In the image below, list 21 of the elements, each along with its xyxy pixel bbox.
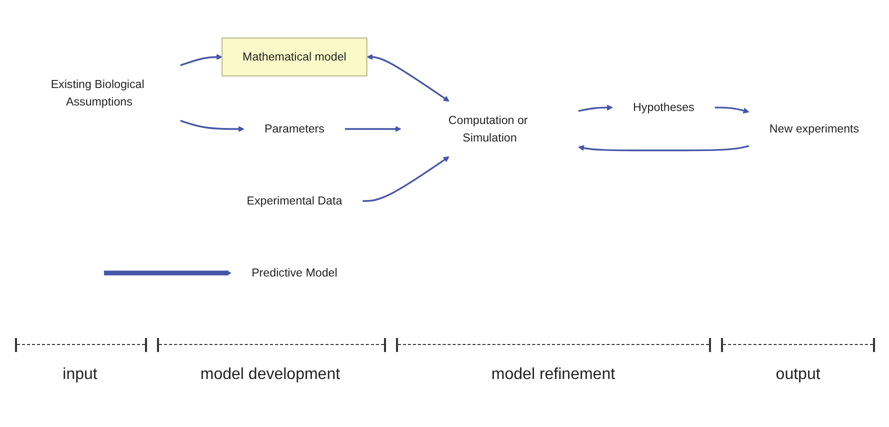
arrow	[578, 104, 612, 112]
node-text: Hypotheses	[632, 100, 694, 114]
node-text: Predictive Model	[251, 266, 337, 280]
arrow	[180, 120, 244, 132]
node-text: Parameters	[264, 122, 324, 136]
phase-label: model development	[200, 366, 340, 384]
node-text: New experiments	[768, 122, 859, 136]
node-box: Mathematical model	[221, 38, 367, 76]
node-text: Experimental Data	[246, 194, 342, 208]
arrow	[103, 270, 231, 276]
node-text: Existing Biological Assumptions	[50, 78, 144, 108]
arrow	[362, 156, 449, 202]
phase-label: model refinement	[491, 366, 616, 384]
arrow	[344, 126, 401, 132]
arrow	[714, 106, 749, 114]
node-text: Computation or Simulation	[448, 114, 528, 144]
arrow	[366, 54, 449, 102]
phase-label: output	[776, 366, 820, 384]
phase-label: input	[62, 366, 98, 384]
arrow	[180, 54, 222, 66]
arrow	[578, 145, 749, 152]
